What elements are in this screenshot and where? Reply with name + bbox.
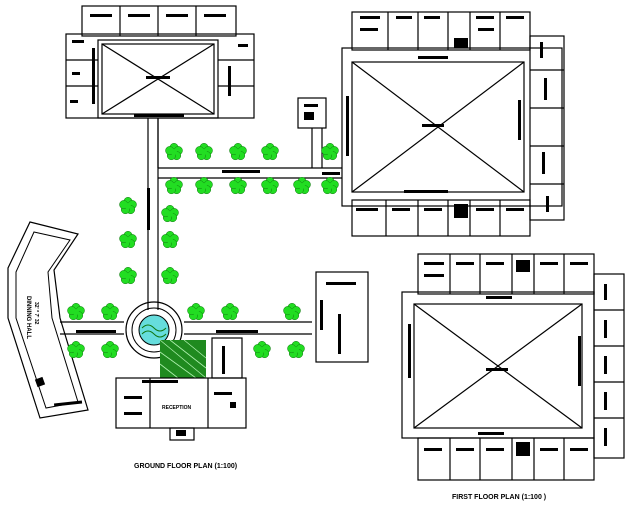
tree-icon xyxy=(287,341,305,359)
ground-floor-plan-title: GROUND FLOOR PLAN (1:100) xyxy=(134,463,237,470)
dining-hall-label: DINNING HALL xyxy=(25,296,31,339)
reception-block xyxy=(115,271,369,441)
tree-icon xyxy=(67,303,85,321)
tree-icon xyxy=(195,177,213,195)
pathways xyxy=(60,118,342,335)
top-right-building xyxy=(341,11,565,237)
tree-icon xyxy=(195,143,213,161)
tree-icon xyxy=(119,231,137,249)
first-floor-fixtures xyxy=(408,260,607,456)
tree-icon xyxy=(321,177,339,195)
first-floor-plan-title: FIRST FLOOR PLAN (1:100 ) xyxy=(452,494,546,501)
tree-icon xyxy=(293,177,311,195)
top-right-building-fixtures xyxy=(346,16,549,218)
tree-icon xyxy=(119,197,137,215)
tree-icon xyxy=(261,177,279,195)
top-left-building-fixtures xyxy=(70,14,248,117)
tree-icon xyxy=(221,303,239,321)
tree-icon xyxy=(161,267,179,285)
tree-icon xyxy=(161,231,179,249)
tree-icon xyxy=(101,303,119,321)
guard-room xyxy=(297,96,349,129)
trees xyxy=(67,143,339,359)
tree-icon xyxy=(165,143,183,161)
tree-icon xyxy=(229,177,247,195)
dining-hall-size: 32' * 7' 32 xyxy=(33,302,39,325)
tree-icon xyxy=(229,143,247,161)
tree-icon xyxy=(67,341,85,359)
tree-icon xyxy=(165,177,183,195)
tree-icon xyxy=(161,205,179,223)
tree-icon xyxy=(253,341,271,359)
reception-fixtures xyxy=(124,282,356,436)
reception-label: RECEPTION xyxy=(162,405,192,411)
first-floor-building xyxy=(401,253,625,481)
tree-icon xyxy=(261,143,279,161)
dining-hall: DINNING HALL 32' * 7' 32 xyxy=(7,221,89,419)
tree-icon xyxy=(321,143,339,161)
tree-icon xyxy=(119,267,137,285)
tree-icon xyxy=(101,341,119,359)
fountain xyxy=(125,301,183,359)
lawn xyxy=(159,339,207,379)
tree-icon xyxy=(283,303,301,321)
path-markers xyxy=(76,170,340,333)
tree-icon xyxy=(187,303,205,321)
